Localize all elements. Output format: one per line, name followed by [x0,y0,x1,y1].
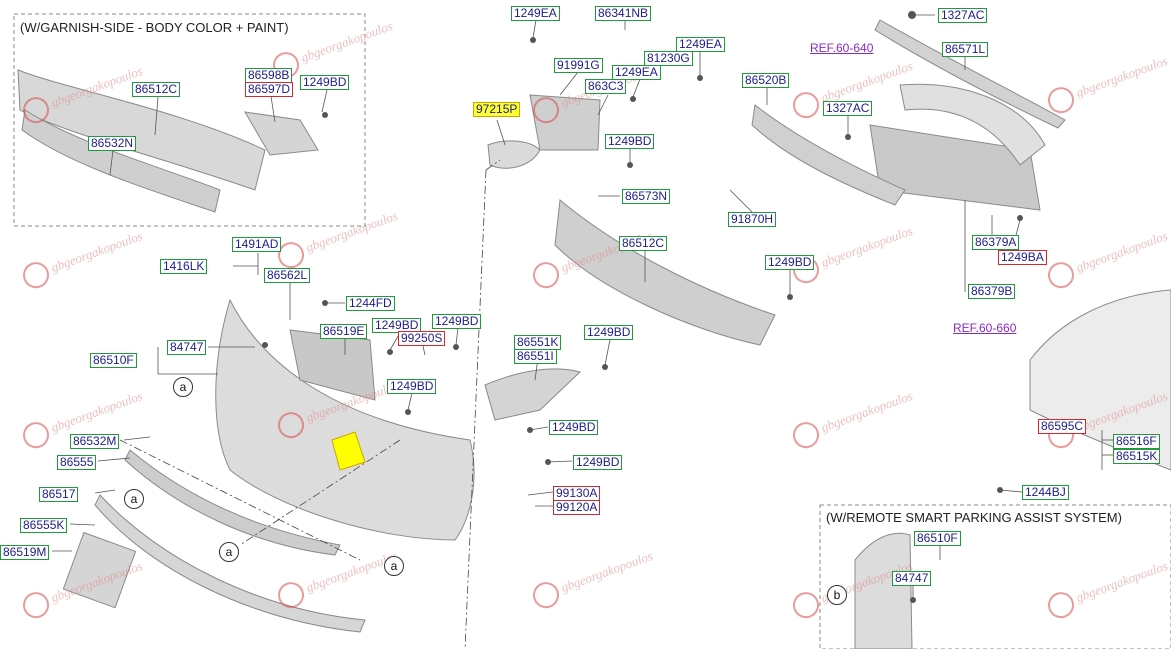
part-label-1244fd[interactable]: 1244FD [346,296,395,311]
ref-60-640-link[interactable]: REF.60-640 [810,41,874,55]
part-label-86516f[interactable]: 86516F [1113,434,1160,449]
part-label-86510f[interactable]: 86510F [90,353,137,368]
part-label-91991g[interactable]: 91991G [554,58,603,73]
part-label-91870h[interactable]: 91870H [728,212,777,227]
part-label-1249ea[interactable]: 1249EA [612,65,661,80]
part-label-1249bd[interactable]: 1249BD [300,75,350,90]
part-label-1249bd[interactable]: 1249BD [387,379,437,394]
part-label-1249ea[interactable]: 1249EA [511,6,560,21]
part-label-86341nb[interactable]: 86341NB [595,6,652,21]
part-label-86515k[interactable]: 86515K [1113,449,1161,464]
part-label-84747[interactable]: 84747 [167,340,207,355]
callout-a: a [173,377,193,397]
part-label-86555k[interactable]: 86555K [20,518,68,533]
part-label-86555[interactable]: 86555 [57,455,97,470]
part-label-97215p[interactable]: 97215P [473,102,521,117]
callout-a: a [219,542,239,562]
garnish-grille-part [17,69,266,191]
ref-60-660-link[interactable]: REF.60-660 [953,321,1017,335]
part-label-1249ea[interactable]: 1249EA [676,37,725,52]
part-label-1249bd[interactable]: 1249BD [605,134,655,149]
part-label-86571l[interactable]: 86571L [942,42,989,57]
part-label-86595c[interactable]: 86595C [1038,419,1087,434]
part-label-1249ba[interactable]: 1249BA [998,250,1047,265]
part-label-86519e[interactable]: 86519E [320,324,368,339]
parking-inset-box [819,504,1171,649]
part-label-1249bd[interactable]: 1249BD [432,314,482,329]
part-label-863c3[interactable]: 863C3 [585,79,627,94]
part-label-99250s[interactable]: 99250S [398,331,446,346]
skid-strip-part [124,449,341,556]
part-label-1249bd[interactable]: 1249BD [584,325,634,340]
sensor-bracket-part [529,94,601,151]
garnish-side-part [244,111,319,156]
parking-inset-title: (W/REMOTE SMART PARKING ASSIST SYSTEM) [826,510,1122,525]
part-label-86512c[interactable]: 86512C [619,236,668,251]
part-label-86520b[interactable]: 86520B [742,73,790,88]
plate-bracket-part [62,531,137,609]
part-label-86532n[interactable]: 86532N [88,136,137,151]
part-label-86379a[interactable]: 86379A [972,235,1020,250]
part-label-86551i[interactable]: 86551I [514,349,557,364]
highlight-97215p-area [331,431,366,471]
part-label-86551k[interactable]: 86551K [514,335,562,350]
side-bracket-part [484,368,581,421]
part-label-99120a[interactable]: 99120A [553,500,601,515]
part-label-81230g[interactable]: 81230G [644,51,693,66]
callout-a: a [124,489,144,509]
part-label-1327ac[interactable]: 1327AC [938,8,988,23]
part-label-99130a[interactable]: 99130A [553,486,601,501]
front-bumper-part [215,298,475,541]
guide-lines [119,159,501,649]
part-label-1249bd[interactable]: 1249BD [573,455,623,470]
part-label-84747[interactable]: 84747 [892,571,932,586]
leader-lines [52,14,1113,600]
part-label-1244bj[interactable]: 1244BJ [1022,485,1069,500]
part-label-86597d[interactable]: 86597D [245,82,294,97]
lower-lip-part [94,494,366,633]
callout-b: b [827,585,847,605]
beam-bracket-part [899,83,1046,166]
part-label-86562l[interactable]: 86562L [264,268,311,283]
callout-a: a [384,556,404,576]
part-label-1249bd[interactable]: 1249BD [372,318,422,333]
inset-bumper-part [854,532,913,649]
part-label-1249bd[interactable]: 1249BD [549,420,599,435]
absorber-part [751,104,906,206]
bolt-icons [262,11,1023,603]
part-label-86517[interactable]: 86517 [39,487,79,502]
part-label-1327ac[interactable]: 1327AC [823,101,873,116]
bumper-beam-part [869,124,1041,211]
part-label-86573n[interactable]: 86573N [622,189,671,204]
part-label-86510f[interactable]: 86510F [914,531,961,546]
part-label-1249bd[interactable]: 1249BD [765,255,815,270]
part-label-1416lk[interactable]: 1416LK [160,259,208,274]
upper-strip-part [874,19,1066,129]
sensor-cover-part [487,140,541,169]
part-label-86379b[interactable]: 86379B [968,284,1016,299]
garnish-inset-box [13,13,366,227]
part-label-86598b[interactable]: 86598B [245,68,293,83]
part-label-1491ad[interactable]: 1491AD [232,237,282,252]
part-label-86519m[interactable]: 86519M [0,545,50,560]
garnish-inset-title: (W/GARNISH-SIDE - BODY COLOR + PAINT) [20,20,289,35]
part-label-86512c[interactable]: 86512C [132,82,181,97]
part-label-86532m[interactable]: 86532M [70,434,120,449]
